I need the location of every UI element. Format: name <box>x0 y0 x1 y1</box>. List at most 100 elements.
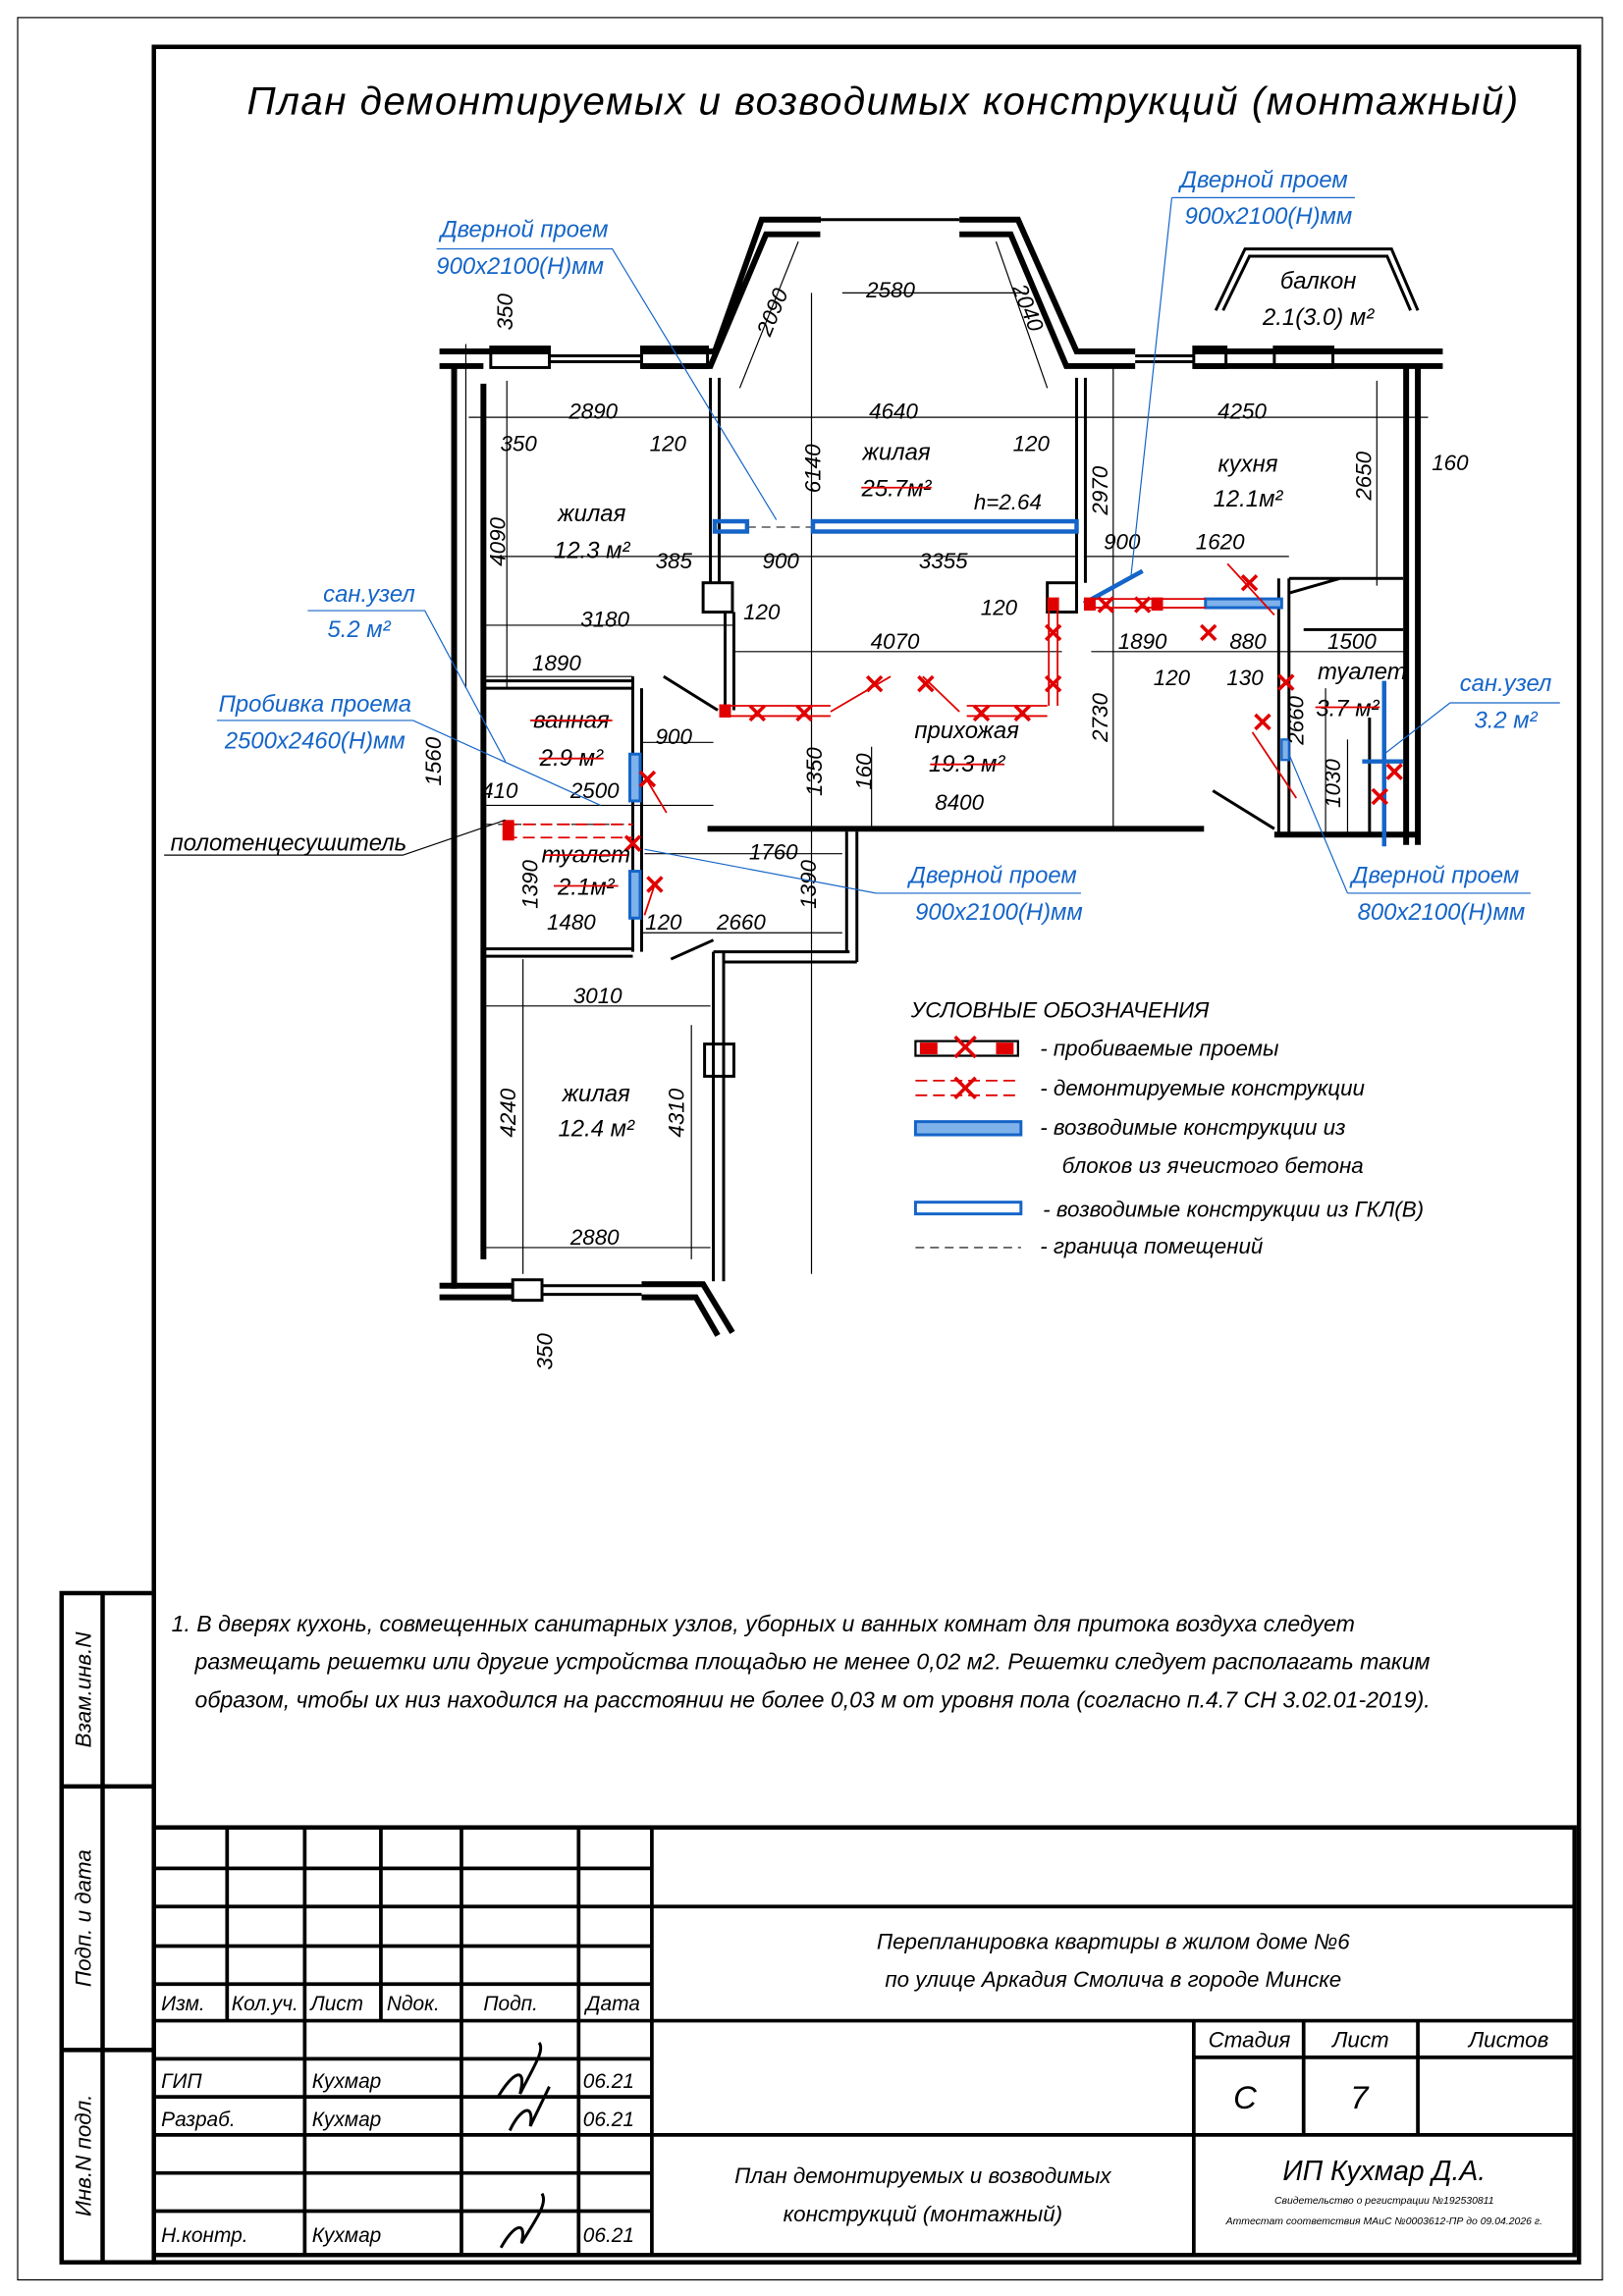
dim-label: 2500 <box>569 778 620 803</box>
role-gip: ГИП <box>161 2070 202 2093</box>
stage-label: Стадия <box>1209 2027 1291 2052</box>
callout-door-2-size: 900x2100(Н)мм <box>1185 203 1353 230</box>
dim-label: 1390 <box>796 860 821 909</box>
callout-sanuzel-1-title: сан.узел <box>323 581 415 608</box>
room-area: 12.1м² <box>1214 486 1284 512</box>
dim-label: 2660 <box>1284 695 1309 745</box>
page-border <box>17 17 1603 2281</box>
side-label-inv: Инв.N подл. <box>72 2095 96 2216</box>
dim-label: 350 <box>532 1333 557 1370</box>
legend-item: - возводимые конструкции из ГКЛ(В) <box>1043 1198 1424 1222</box>
dim-label: 385 <box>656 549 693 573</box>
dim-label: 2890 <box>568 400 618 424</box>
dim-label: 4250 <box>1217 400 1267 424</box>
sheet-value: 7 <box>1350 2079 1370 2115</box>
attestation: Аттестат соответствия МАиС №0003612-ПР д… <box>1225 2216 1542 2227</box>
dim-label: 3355 <box>919 549 968 573</box>
side-label-replace: Взам.инв.N <box>72 1631 96 1748</box>
signature <box>496 2042 551 2249</box>
dim-label: 1480 <box>547 910 596 934</box>
room-area: 12.4 м² <box>559 1116 635 1143</box>
corridor-wall <box>707 826 1419 838</box>
dim-label: 120 <box>1154 666 1191 690</box>
project-line-2: по улице Аркадия Смолича в городе Минске <box>885 1967 1341 1992</box>
dim-label: 1350 <box>802 747 827 796</box>
demolition-x-marks <box>623 573 1403 893</box>
dim-label: 1500 <box>1327 629 1377 654</box>
header-kol-uch: Кол.уч. <box>232 1993 298 2015</box>
header-list: Лист <box>308 1993 363 2015</box>
ceiling-height: h=2.64 <box>974 490 1042 514</box>
legend-heading: УСЛОВНЫЕ ОБОЗНАЧЕНИЯ <box>910 998 1210 1023</box>
dim-label: 160 <box>852 753 877 790</box>
room-name: туалет <box>1318 659 1407 685</box>
room-area: 2.1м² <box>557 874 616 900</box>
callout-sanuzel-2-area: 3.2 м² <box>1475 707 1539 733</box>
room-name: жилая <box>861 439 930 465</box>
callout-door-4-size: 800x2100(Н)мм <box>1358 899 1526 926</box>
side-label-sign-date: Подп. и дата <box>72 1849 96 1987</box>
dim-label: 410 <box>481 778 518 803</box>
dim-label: 1390 <box>518 860 543 909</box>
dim-label: 900 <box>656 724 693 749</box>
toilet-right-walls <box>1276 576 1404 835</box>
legend-symbol-gkl <box>913 1201 1023 1216</box>
dim-label: 1760 <box>749 840 798 865</box>
dim-label: 4310 <box>665 1088 689 1137</box>
header-data: Дата <box>584 1993 640 2015</box>
sheets-label: Листов <box>1467 2027 1548 2052</box>
organization: ИП Кухмар Д.А. <box>1282 2156 1486 2187</box>
dim-label: 120 <box>645 910 682 934</box>
legend-symbol-demolished <box>915 1076 1021 1100</box>
dim-label: 120 <box>743 600 781 624</box>
dim-label: 350 <box>501 431 538 455</box>
date-developer: 06.21 <box>583 2109 634 2131</box>
dim-label: 120 <box>981 596 1018 620</box>
lower-walls <box>712 831 859 1282</box>
callouts: Дверной проем 900x2100(Н)мм Дверной прое… <box>164 167 1560 926</box>
title-block: Изм. Кол.уч. Лист Nдок. Подп. Дата ГИП К… <box>151 1825 1577 2258</box>
name-norm-control: Кухмар <box>312 2224 381 2247</box>
callout-opening-size: 2500x2460(Н)мм <box>224 727 406 754</box>
inner-frame <box>151 44 1582 2265</box>
callout-door-1-size: 900x2100(Н)мм <box>436 253 604 280</box>
legend-item: - пробиваемые проемы <box>1040 1037 1278 1061</box>
exterior-wall-left <box>451 365 487 1289</box>
role-developer: Разраб. <box>161 2109 236 2131</box>
callout-towel-dryer: полотенцесушитель <box>171 830 407 857</box>
dim-label: 120 <box>650 431 687 455</box>
room-area: 2.1(3.0) м² <box>1262 304 1375 331</box>
sheet-title-line-1: План демонтируемых и возводимых <box>734 2163 1111 2188</box>
dim-label: 4070 <box>871 629 920 654</box>
legend-item: - возводимые конструкции из <box>1040 1115 1345 1140</box>
callout-door-1-title: Дверной проем <box>438 217 609 243</box>
notes: 1. В дверях кухонь, совмещенных санитарн… <box>172 1611 1431 1713</box>
dim-label: 130 <box>1226 666 1264 690</box>
name-developer: Кухмар <box>312 2109 381 2131</box>
dim-label: 4640 <box>869 400 918 424</box>
dim-label: 4240 <box>496 1088 520 1137</box>
registration-cert: Свидетельство о регистрации №192530811 <box>1274 2196 1494 2207</box>
callout-door-4-title: Дверной проем <box>1349 863 1520 889</box>
room-name: прихожая <box>914 718 1019 744</box>
legend-item: - демонтируемые конструкции <box>1040 1076 1365 1100</box>
legend-symbol-openings <box>914 1035 1019 1059</box>
dim-label: 120 <box>1013 431 1051 455</box>
legend-item: - граница помещений <box>1040 1234 1263 1258</box>
project-line-1: Перепланировка квартиры в жилом доме №6 <box>877 1929 1350 1953</box>
note-line: размещать решетки или другие устройства … <box>193 1649 1430 1675</box>
sheet-label: Лист <box>1330 2027 1389 2052</box>
dim-label: 1620 <box>1196 529 1245 554</box>
page-title: План демонтируемых и возводимых конструк… <box>247 79 1520 123</box>
balcony-outline <box>1214 247 1420 311</box>
room-name: жилая <box>557 501 625 527</box>
dim-label: 1890 <box>1118 629 1167 654</box>
room-name: кухня <box>1218 451 1278 477</box>
legend-item: блоков из ячеистого бетона <box>1062 1153 1364 1178</box>
callout-sanuzel-1-area: 5.2 м² <box>328 616 392 643</box>
legend-symbol-aerated-concrete <box>913 1120 1023 1137</box>
dim-label: 1890 <box>532 651 581 675</box>
windows-top <box>549 218 1194 363</box>
